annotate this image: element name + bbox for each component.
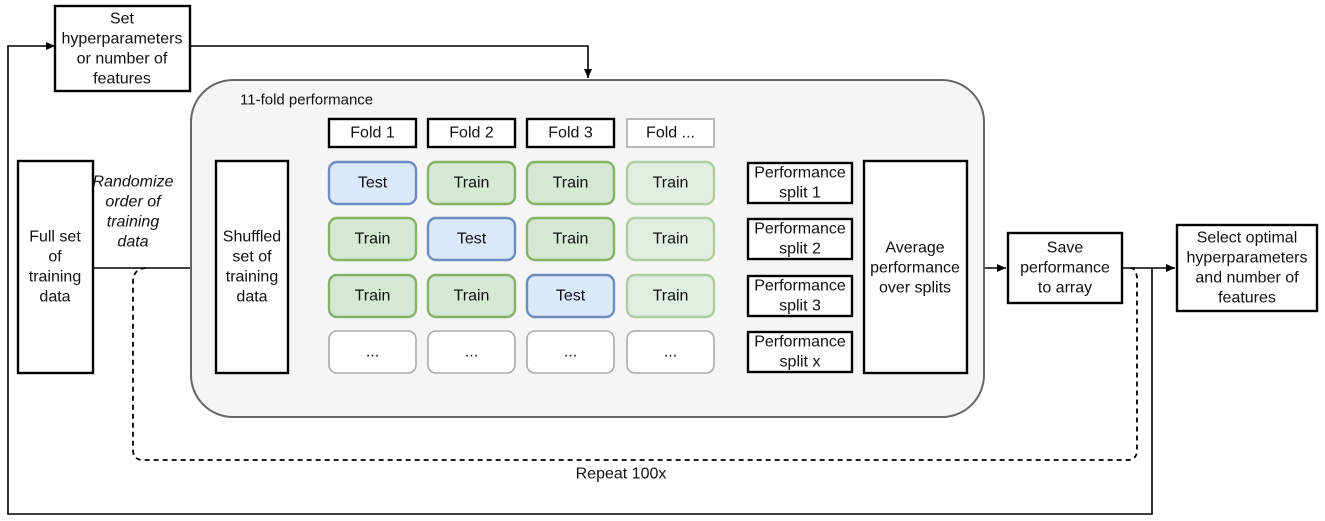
placeholder-cell-r4c3	[526, 330, 615, 374]
test-cell-r1c1	[327, 160, 418, 206]
repeat-loop-dashed-line	[132, 267, 1138, 461]
shuffled-set-box-line-3: training	[226, 269, 278, 286]
full-set-box	[16, 159, 95, 375]
placeholder-cell-label-r4c4: ...	[664, 344, 677, 361]
randomize-label-line-2: order of	[105, 194, 162, 211]
performance-split-box-4	[746, 330, 854, 374]
shuffled-set-box	[214, 159, 290, 375]
hyperparameters-box-line-2: hyperparameters	[62, 31, 183, 48]
performance-split-box-3	[746, 274, 854, 318]
fold-header-2	[426, 117, 517, 149]
fold-header-1	[327, 117, 418, 149]
hyperparameters-box-line-4: features	[93, 71, 151, 88]
save-box-line-3: to array	[1038, 280, 1092, 297]
placeholder-cell-label-r4c1: ...	[366, 344, 379, 361]
fold-header-label-1: Fold 1	[350, 125, 395, 142]
performance-split-label-1-line-2: split 1	[779, 185, 821, 202]
select-box-line-2: hyperparameters	[1187, 250, 1308, 267]
train-cell-label-r2c1: Train	[355, 231, 391, 248]
performance-split-label-2-line-2: split 2	[779, 241, 821, 258]
performance-split-label-4-line-1: Performance	[754, 334, 846, 351]
average-box-line-1: Average	[885, 240, 944, 257]
hyperparameters-box	[53, 4, 192, 93]
shuffled-set-box-line-2: set of	[232, 249, 272, 266]
save-box-line-2: performance	[1020, 260, 1110, 277]
performance-split-box-2	[746, 217, 854, 261]
select-box-line-4: features	[1218, 290, 1276, 307]
placeholder-cell-label-r4c3: ...	[564, 344, 577, 361]
full-set-box-line-4: data	[39, 289, 70, 306]
train-cell-r1c3	[525, 160, 616, 206]
performance-split-label-1-line-1: Performance	[754, 165, 846, 182]
hyperparameters-to-container-arrow	[190, 45, 592, 78]
test-cell-label-r2c2: Test	[457, 231, 487, 248]
train-cell-r3c2	[426, 273, 517, 319]
container-title: 11-fold performance	[240, 92, 373, 109]
randomize-label-line-1: Randomize	[93, 174, 174, 191]
randomize-label-line-3: training	[107, 214, 160, 231]
average-performance-box	[862, 159, 969, 375]
randomize-label-line-4: data	[117, 234, 148, 251]
train-cell-r2c1	[327, 216, 418, 262]
fold-header-3	[525, 117, 616, 149]
train-cell-label-r3c2: Train	[454, 288, 490, 305]
full-set-box-line-2: of	[48, 249, 62, 266]
test-cell-label-r1c1: Test	[358, 175, 388, 192]
repeat-label: Repeat 100x	[576, 466, 667, 483]
average-box-line-3: over splits	[879, 280, 951, 297]
fold-header-label-4: Fold ...	[646, 125, 695, 142]
train-cell-r3c1	[327, 273, 418, 319]
placeholder-cell-r4c4	[626, 330, 715, 374]
train-cell-r1c2	[426, 160, 517, 206]
performance-split-label-3-line-2: split 3	[779, 298, 821, 315]
shuffled-set-box-line-4: data	[236, 289, 267, 306]
train-cell-label-r1c3: Train	[553, 175, 589, 192]
performance-split-box-1	[746, 161, 854, 205]
shuffled-set-box-line-1: Shuffled	[223, 229, 281, 246]
select-box-line-3: and number of	[1195, 270, 1299, 287]
placeholder-cell-r4c1	[328, 330, 417, 374]
performance-split-label-2-line-1: Performance	[754, 221, 846, 238]
train-cell-label-r1c4: Train	[653, 175, 689, 192]
test-cell-label-r3c3: Test	[556, 288, 586, 305]
full-set-box-line-1: Full set	[29, 229, 81, 246]
test-cell-r2c2	[426, 216, 517, 262]
train-cell-label-r3c4: Train	[653, 288, 689, 305]
average-box-line-2: performance	[870, 260, 960, 277]
train-cell-r3c4	[625, 273, 716, 319]
placeholder-cell-label-r4c2: ...	[465, 344, 478, 361]
fold-header-label-3: Fold 3	[548, 125, 593, 142]
train-cell-label-r3c1: Train	[355, 288, 391, 305]
fold-header-label-2: Fold 2	[449, 125, 494, 142]
train-cell-label-r1c2: Train	[454, 175, 490, 192]
test-cell-r3c3	[525, 273, 616, 319]
select-box-line-1: Select optimal	[1197, 230, 1298, 247]
save-performance-box	[1006, 231, 1124, 305]
train-cell-r1c4	[625, 160, 716, 206]
train-cell-r2c3	[525, 216, 616, 262]
train-cell-label-r2c3: Train	[553, 231, 589, 248]
hyperparameters-box-line-1: Set	[110, 11, 135, 28]
train-cell-label-r2c4: Train	[653, 231, 689, 248]
performance-split-label-3-line-1: Performance	[754, 278, 846, 295]
select-optimal-box	[1175, 223, 1319, 313]
placeholder-cell-r4c2	[427, 330, 516, 374]
performance-split-label-4-line-2: split x	[780, 354, 821, 371]
train-cell-r2c4	[625, 216, 716, 262]
fold-header-4	[626, 118, 715, 148]
loop-to-hyperparameters-arrow	[7, 42, 1153, 515]
full-set-box-line-3: training	[29, 269, 81, 286]
save-box-line-1: Save	[1047, 240, 1084, 257]
hyperparameters-box-line-3: or number of	[77, 51, 168, 68]
